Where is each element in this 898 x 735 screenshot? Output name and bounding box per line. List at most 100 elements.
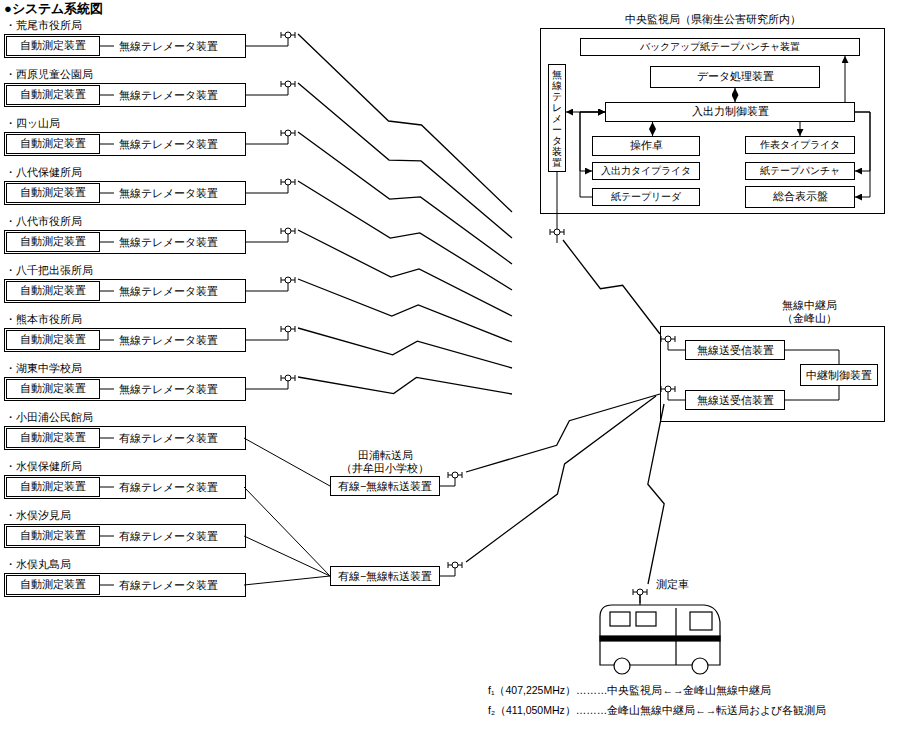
box-heading: ・八千把出張所局 (5, 263, 93, 278)
antenna-symbol (281, 179, 295, 193)
connector (100, 536, 114, 537)
transfer-box: 田浦転送局 （井牟田小学校）有線−無線転送装置 (330, 476, 440, 496)
antenna-symbol (281, 130, 295, 144)
antenna-symbol (281, 81, 295, 95)
antenna-symbol (281, 32, 295, 46)
measuring-unit-box: 自動測定装置 (6, 183, 100, 203)
radio-links (298, 34, 664, 584)
measuring-unit-box: 自動測定装置 (6, 575, 100, 595)
box-text: 自動測定装置 (20, 333, 86, 346)
connector (100, 585, 114, 586)
telemeter-unit: 有線テレメータ装置 (114, 477, 244, 497)
typewriter-box: 入出力タイプライタ (592, 162, 700, 180)
box-heading: ・水俣汐見局 (5, 508, 71, 523)
station-box: ・荒尾市役所局自動測定装置無線テレメータ装置 (4, 34, 246, 58)
radio-link (298, 230, 512, 316)
connector (735, 88, 736, 102)
van-stripe (600, 636, 720, 641)
box-heading: ・荒尾市役所局 (5, 18, 82, 33)
box-text: 自動測定装置 (20, 578, 86, 591)
typewriter-box: 作表タイプライタ (745, 136, 855, 154)
box-text: 無線テレメータ装置 (119, 138, 218, 151)
display-panel-box: 総合表示盤 (745, 186, 855, 208)
station-box: ・西原児童公園局自動測定装置無線テレメータ装置 (4, 83, 246, 107)
station-box: ・八代保健所局自動測定装置無線テレメータ装置 (4, 181, 246, 205)
connector (100, 193, 114, 194)
box-heading: ・四ッ山局 (5, 116, 60, 131)
box-text: 無線テレメータ装置 (119, 40, 218, 53)
box-text: 中継制御装置 (806, 369, 872, 382)
box-text: バックアップ紙テープパンチャ装置 (640, 41, 800, 53)
connector (100, 340, 114, 341)
center-antenna (550, 172, 564, 243)
box-heading: 中央監視局（県衛生公害研究所内） (625, 12, 801, 27)
box-heading: ・熊本市役所局 (5, 312, 82, 327)
box-text: 無線送受信装置 (697, 344, 774, 357)
box-text: 自動測定装置 (20, 431, 86, 444)
relay-station-box: 無線中継局 （金峰山）無線送受信装置中継制御装置無線送受信装置 (660, 326, 885, 422)
box-heading: ・水俣保健所局 (5, 459, 82, 474)
measuring-unit-box: 自動測定装置 (6, 85, 100, 105)
station-box: ・小田浦公民館局自動測定装置有線テレメータ装置 (4, 426, 246, 450)
central-station-box: 中央監視局（県衛生公害研究所内）バックアップ紙テープパンチャ装置無線テレメータ装… (540, 28, 885, 214)
box-text: 無線テレメータ装置 (119, 383, 218, 396)
antenna-symbol (281, 326, 295, 340)
box-text: 有線テレメータ装置 (119, 432, 218, 445)
measurement-van (600, 589, 720, 674)
antenna-symbol (448, 562, 462, 576)
measuring-unit-box: 自動測定装置 (6, 281, 100, 301)
radio-link (298, 279, 512, 342)
telemeter-box: 無線テレメータ装置 (548, 64, 566, 172)
station-box: ・水俣汐見局自動測定装置有線テレメータ装置 (4, 524, 246, 548)
box-text: 無線テレメータ装置 (552, 69, 562, 168)
box-heading: 田浦転送局 （井牟田小学校） (335, 449, 435, 475)
radio-link (563, 240, 660, 334)
connector (785, 350, 839, 364)
box-text: 作表タイプライタ (760, 139, 840, 151)
antenna-symbol (448, 472, 462, 486)
connector (845, 56, 846, 102)
measuring-unit-box: 自動測定装置 (6, 379, 100, 399)
station-box: ・四ッ山局自動測定装置無線テレメータ装置 (4, 132, 246, 156)
station-box: ・八千把出張所局自動測定装置無線テレメータ装置 (4, 279, 246, 303)
box-text: 有線−無線転送装置 (338, 570, 432, 583)
box-text: 有線テレメータ装置 (119, 481, 218, 494)
box-text: 自動測定装置 (20, 88, 86, 101)
connector (855, 112, 870, 197)
connector (244, 487, 330, 576)
van-wheel (692, 658, 708, 674)
station-box: ・水俣丸島局自動測定装置有線テレメータ装置 (4, 573, 246, 597)
connector (855, 112, 870, 171)
telemeter-unit: 無線テレメータ装置 (114, 232, 244, 252)
radio-link (298, 83, 512, 238)
box-heading: ・西原児童公園局 (5, 67, 93, 82)
measuring-unit-box: 自動測定装置 (6, 526, 100, 546)
telemeter-unit: 有線テレメータ装置 (114, 575, 244, 595)
connector (800, 122, 801, 136)
transfer-antennas (440, 472, 462, 576)
box-text: 自動測定装置 (20, 186, 86, 199)
tape-punch-box: 紙テープパンチャ (745, 162, 855, 180)
connector (100, 242, 114, 243)
box-text: 自動測定装置 (20, 529, 86, 542)
antenna-symbol (281, 277, 295, 291)
radio-link (298, 34, 512, 212)
telemeter-unit: 無線テレメータ装置 (114, 330, 244, 350)
box-text: 自動測定装置 (20, 480, 86, 493)
relay-antennas (661, 336, 685, 400)
connector (652, 122, 653, 136)
box-text: 無線送受信装置 (697, 394, 774, 407)
frequency-note: f₁（407,225MHz）………中央監視局←→金峰山無線中継局 (488, 684, 772, 697)
connector (100, 389, 114, 390)
backup-punch-box: バックアップ紙テープパンチャ装置 (580, 38, 860, 56)
connector (100, 291, 114, 292)
van-body (600, 605, 720, 665)
connector (244, 576, 330, 585)
antenna-symbol (633, 589, 647, 603)
antenna-symbol (281, 228, 295, 242)
box-heading: ・八代市役所局 (5, 214, 82, 229)
telemeter-unit: 無線テレメータ装置 (114, 183, 244, 203)
box-text: 入出力タイプライタ (601, 165, 691, 177)
telemeter-unit: 無線テレメータ装置 (114, 134, 244, 154)
relay-control-box: 中継制御装置 (800, 364, 878, 386)
